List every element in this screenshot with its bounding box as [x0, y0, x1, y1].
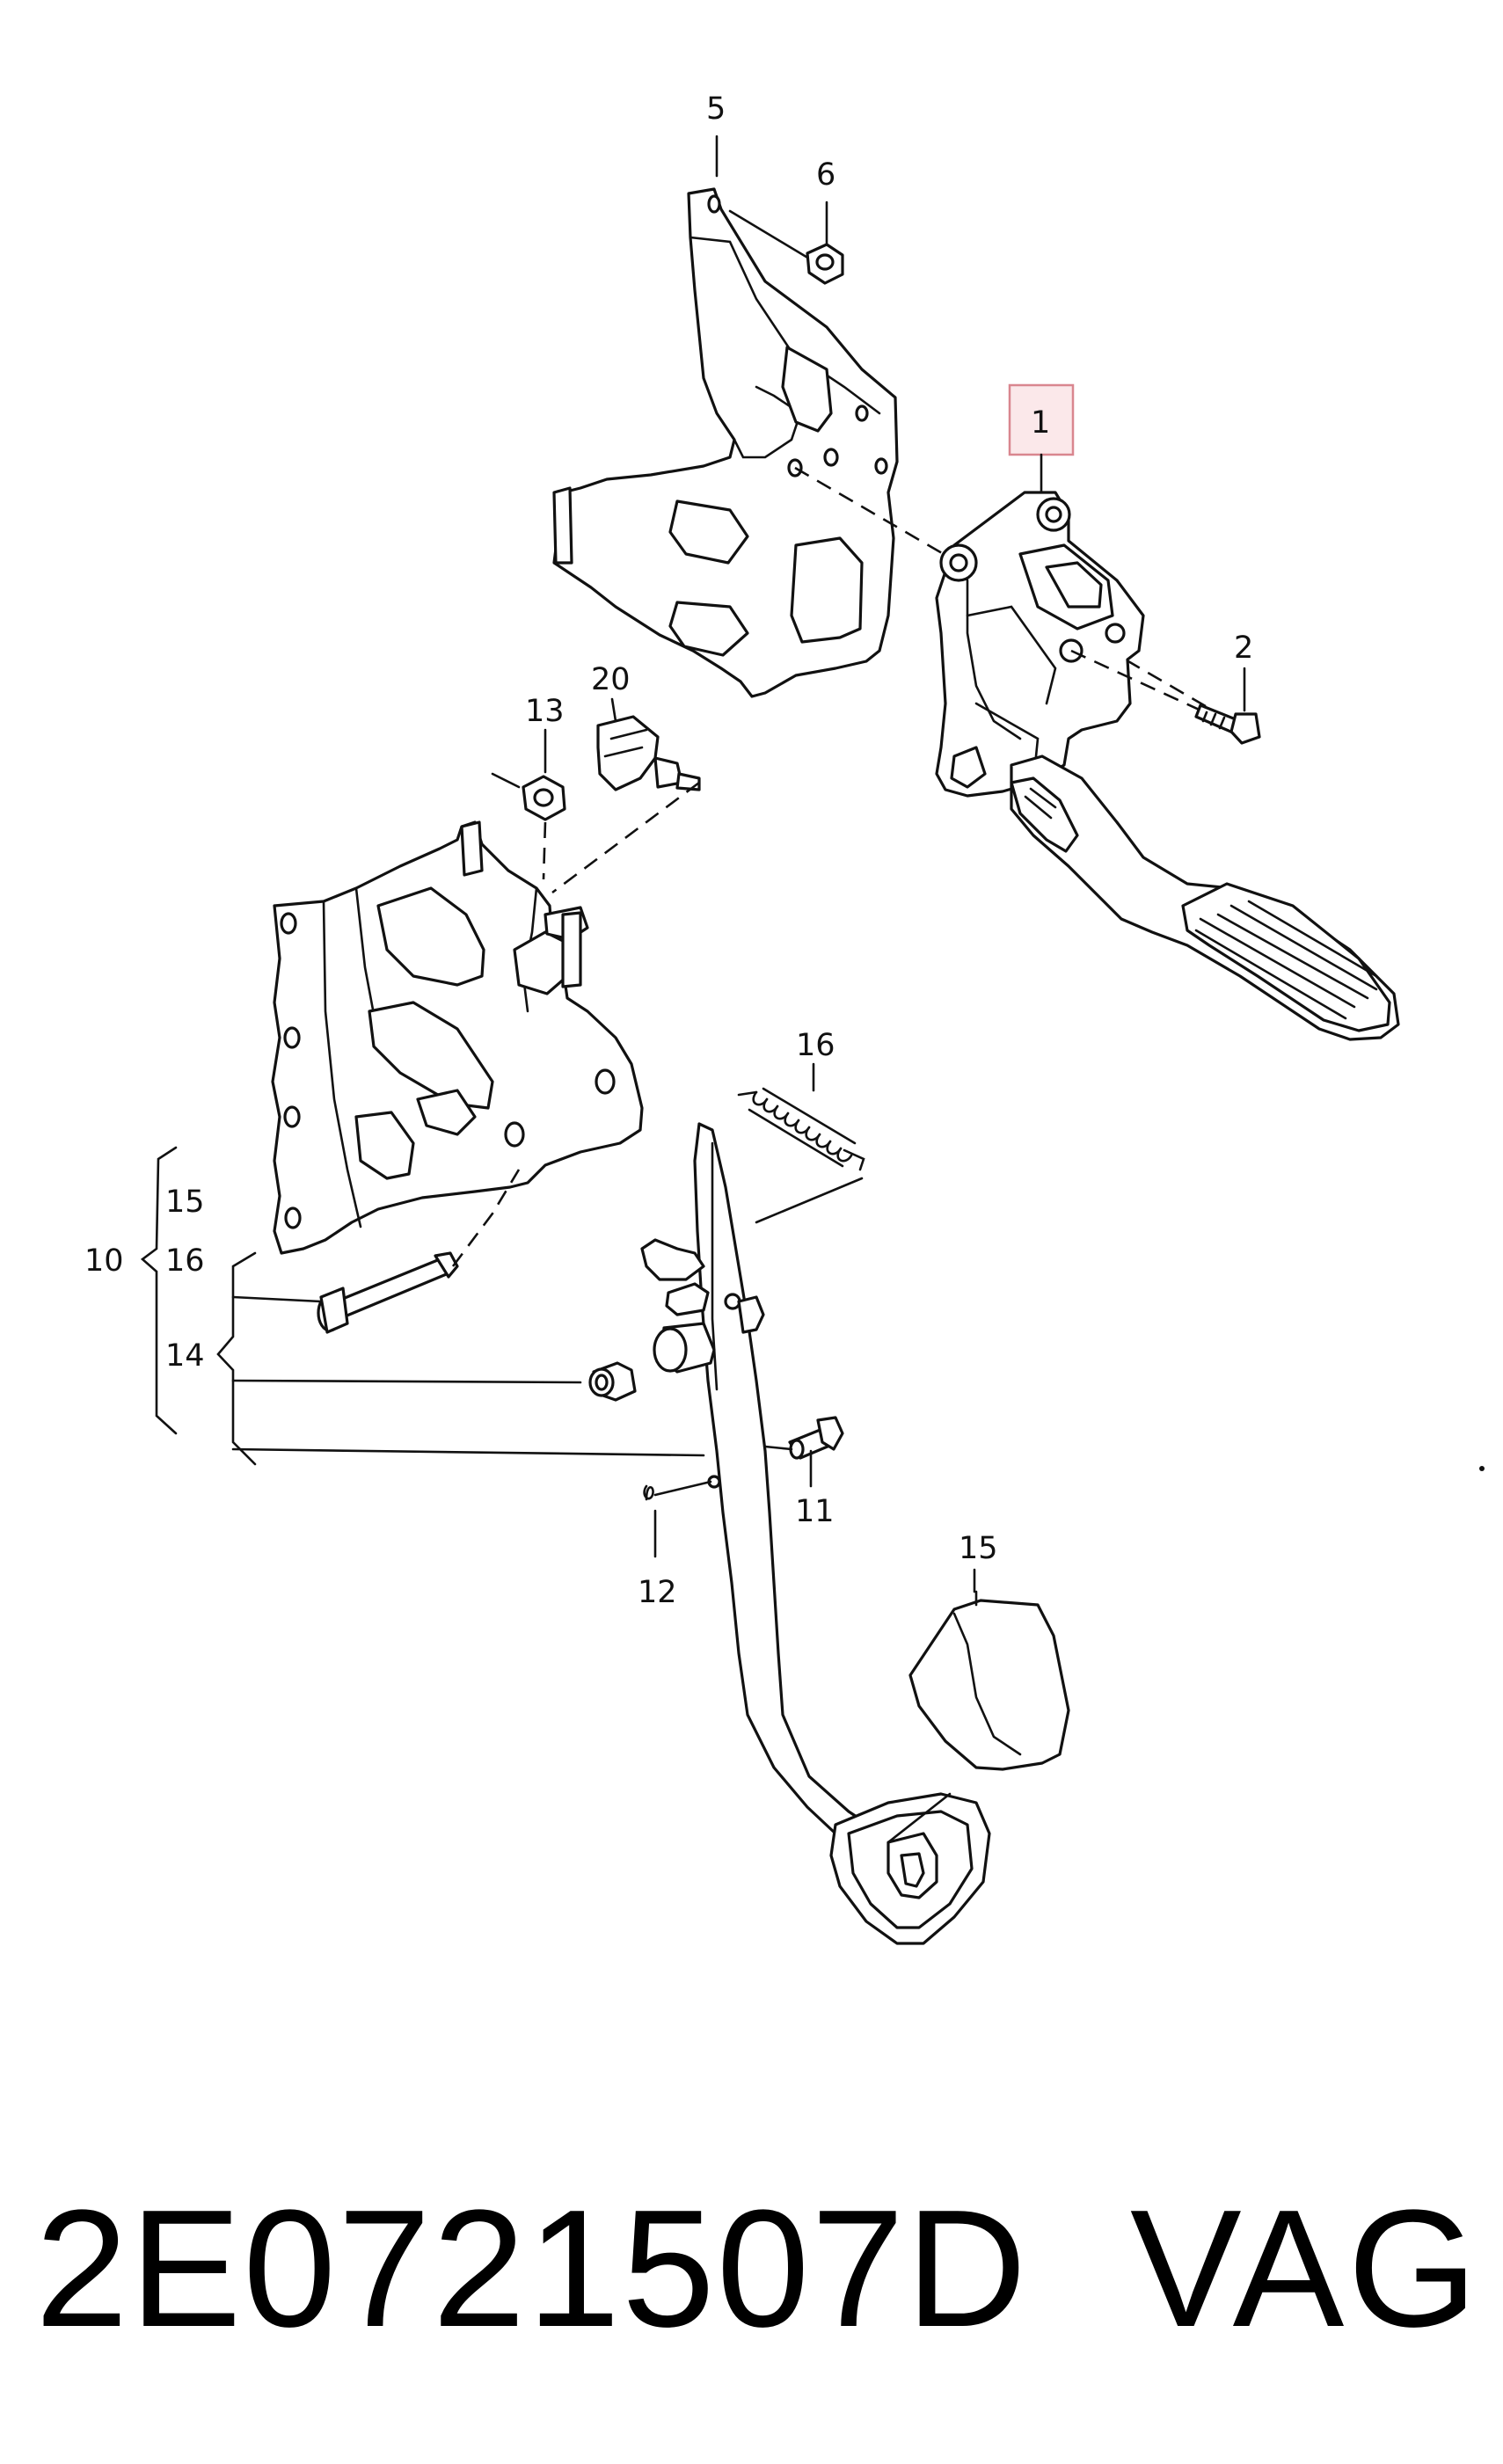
callout-13: 13	[525, 694, 565, 729]
callout-10: 10	[84, 1243, 124, 1279]
callout-5: 5	[706, 91, 726, 127]
footer: 2E0721507D VAG	[0, 2159, 1503, 2379]
clip-12	[643, 1480, 712, 1558]
callout-15-group: 15	[165, 1185, 205, 1220]
bush	[588, 1361, 637, 1402]
callout-12: 12	[638, 1575, 677, 1610]
callout-2: 2	[1234, 631, 1253, 666]
callout-11: 11	[795, 1494, 835, 1529]
group-bracket	[140, 1146, 705, 1466]
upper-bracket	[552, 187, 899, 698]
callout-14: 14	[165, 1338, 205, 1374]
brake-pedal-lever	[640, 1122, 991, 1945]
pedal-pad-15	[908, 1568, 1070, 1771]
accelerator-pedal-module	[935, 491, 1400, 1041]
nut-6	[728, 200, 844, 285]
callout-16-spring: 16	[796, 1028, 835, 1063]
callout-1: 1	[1031, 405, 1050, 441]
callout-1-highlight	[1008, 383, 1075, 456]
return-spring-16	[737, 1062, 865, 1224]
pivot-pin	[317, 1169, 521, 1334]
callout-16-group: 16	[165, 1243, 205, 1279]
brake-light-switch-20	[551, 697, 701, 894]
callout-20: 20	[591, 662, 631, 697]
part-number: 2E0721507D	[35, 2176, 1029, 2362]
brand-name: VAG	[1130, 2176, 1482, 2362]
bolt-2	[1070, 649, 1261, 745]
callout-15-pad: 15	[959, 1531, 998, 1566]
callout-6: 6	[816, 157, 835, 193]
nut-13	[491, 728, 566, 880]
bolt-11	[763, 1416, 844, 1488]
pedal-assembly-diagram: 5 6 1 2 20 13 16 15 10 16 14 11 12 15	[84, 91, 1485, 1945]
speck	[1479, 1466, 1485, 1471]
lower-bracket	[271, 820, 644, 1255]
